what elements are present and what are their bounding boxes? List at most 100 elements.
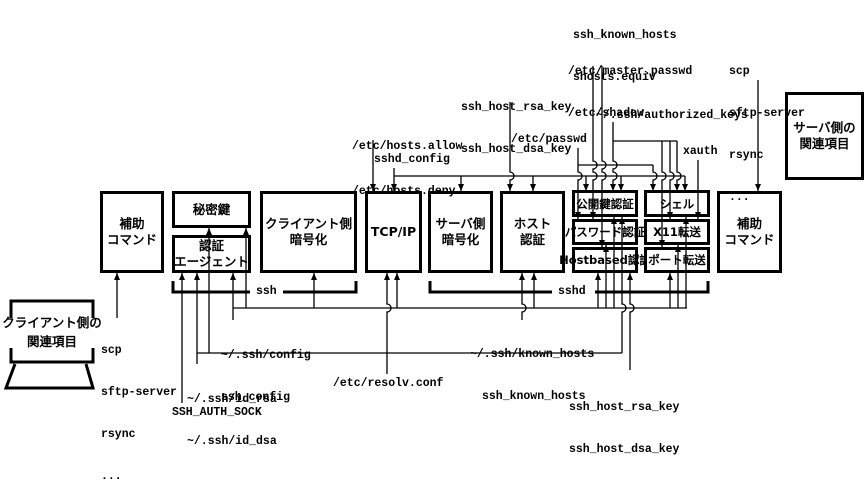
passwd-label: /etc/passwd: [511, 133, 587, 146]
x11-forwarding-label: X11転送: [653, 225, 701, 239]
arrowhead: [667, 273, 673, 280]
sshd-program-label: sshd: [558, 285, 586, 298]
server-commands-label: scp sftp-server rsync ...: [729, 37, 805, 219]
id-rsa-text: ~/.ssh/id_rsa: [187, 393, 277, 406]
ssh-known-hosts-text: ssh_known_hosts: [573, 29, 677, 42]
auth-agent-box: 認証 エージェント: [172, 235, 251, 273]
client-command-sftp-server: sftp-server: [101, 386, 177, 399]
host-rsa-key-text: ssh_host_rsa_key: [461, 101, 572, 114]
server-encryption-line1: サーバ側: [435, 216, 486, 231]
arrowhead: [531, 273, 537, 280]
server-command-sftp-server: sftp-server: [729, 107, 805, 120]
shell-label: シェル: [659, 196, 695, 211]
client-aux-command-line2: コマンド: [106, 232, 157, 247]
client-encryption-box: クライアント側 暗号化: [260, 191, 357, 273]
host-rsa-key-bottom-text: ssh_host_rsa_key: [569, 401, 680, 414]
password-auth-box: パスワード認証: [565, 219, 645, 245]
arrowhead: [394, 273, 400, 280]
client-config-label: ~/.ssh/config ssh_config: [221, 321, 311, 419]
connector-line: [386, 273, 392, 374]
ssh-bracket-left: [171, 281, 250, 294]
authorized-keys-label: ~/.ssh/authorized_keys: [596, 109, 748, 122]
auth-agent-line1: 認証: [198, 238, 224, 253]
client-command-ellipsis: ...: [101, 470, 122, 483]
client-related-items-line2: 関連項目: [26, 334, 77, 349]
host-auth-line1: ホスト: [513, 216, 552, 231]
arrowhead: [519, 273, 525, 280]
ssh-bracket-right: [283, 281, 358, 294]
server-encryption-line2: 暗号化: [441, 232, 480, 247]
hosts-allow-text: /etc/hosts.allow: [352, 140, 463, 153]
arrowhead: [384, 273, 390, 280]
client-related-items-line1: クライアント側の: [2, 315, 102, 330]
host-auth-line2: 認証: [519, 232, 545, 247]
computer-stand-icon: [3, 363, 95, 390]
server-aux-command-box: 補助 コマンド: [717, 191, 782, 273]
connector-line: [629, 273, 635, 370]
id-dsa-text: ~/.ssh/id_dsa: [187, 435, 277, 448]
shell-box: シェル: [644, 190, 710, 217]
xauth-label: xauth: [683, 145, 718, 158]
host-dsa-key-bottom-text: ssh_host_dsa_key: [569, 443, 680, 456]
arrowhead: [243, 228, 249, 235]
server-encryption-box: サーバ側 暗号化: [428, 191, 493, 273]
port-forwarding-box: ポート転送: [644, 247, 710, 273]
ssh-program-label: ssh: [256, 285, 277, 298]
tcpip-label: TCP/IP: [370, 224, 417, 239]
user-ssh-config-text: ~/.ssh/config: [221, 349, 311, 362]
connector-line: [652, 165, 658, 191]
client-aux-command-line1: 補助: [119, 216, 145, 231]
host-auth-box: ホスト 認証: [500, 191, 565, 273]
server-aux-command-line1: 補助: [736, 216, 762, 231]
server-related-items-line2: 関連項目: [799, 136, 850, 151]
host-keys-bottom-label: ssh_host_rsa_key ssh_host_dsa_key: [569, 373, 679, 471]
private-key-box: 秘密鍵: [172, 191, 251, 228]
arrowhead: [206, 228, 212, 235]
tcpip-box: TCP/IP: [365, 191, 422, 273]
user-known-hosts-text: ~/.ssh/known_hosts: [470, 348, 595, 361]
server-related-items-line1: サーバ側の: [793, 120, 856, 135]
server-command-ellipsis: ...: [729, 191, 750, 204]
known-hosts-label: ~/.ssh/known_hosts ssh_known_hosts: [470, 320, 594, 418]
host-dsa-key-text: ssh_host_dsa_key: [461, 143, 572, 156]
connector-line: [676, 141, 682, 191]
client-aux-command-box: 補助 コマンド: [100, 191, 164, 273]
password-auth-label: パスワード認証: [564, 225, 646, 239]
arrowhead: [179, 273, 185, 280]
private-key-label: 秘密鍵: [192, 201, 231, 217]
client-encryption-line1: クライアント側: [264, 216, 352, 231]
arrowhead: [114, 273, 120, 280]
arrowhead: [311, 273, 317, 280]
master-passwd-text: /etc/master.passwd: [568, 65, 693, 78]
connector-line: [521, 273, 527, 320]
arrowhead: [194, 273, 200, 280]
server-related-items-box: サーバ側の 関連項目: [785, 92, 864, 180]
client-commands-label: scp sftp-server rsync ...: [101, 316, 177, 498]
server-aux-command-line2: コマンド: [724, 232, 775, 247]
arrowhead: [530, 184, 536, 191]
client-related-items-label: クライアント側の 関連項目: [0, 313, 104, 351]
server-command-rsync: rsync: [729, 149, 764, 162]
pubkey-auth-box: 公開鍵認証: [572, 190, 638, 217]
hosts-deny-text: /etc/hosts.deny: [352, 185, 456, 198]
client-encryption-line2: 暗号化: [289, 232, 328, 247]
arrowhead: [507, 184, 513, 191]
sshd-bracket-right: [595, 281, 710, 294]
sshd-bracket-left: [428, 281, 552, 294]
hosts-access-label: /etc/hosts.allow /etc/hosts.deny: [352, 109, 462, 214]
hostbased-auth-label: Hostbased認証: [559, 253, 651, 267]
x11-forwarding-box: X11転送: [644, 219, 710, 245]
port-forwarding-label: ポート転送: [648, 253, 706, 267]
ssh-config-text: ssh_config: [221, 391, 291, 404]
hostbased-auth-box: Hostbased認証: [559, 247, 651, 273]
host-keys-top-label: ssh_host_rsa_key ssh_host_dsa_key: [461, 73, 571, 171]
auth-agent-line2: エージェント: [174, 254, 249, 269]
sshd-config-label: sshd_config: [374, 153, 450, 166]
arrowhead: [627, 273, 633, 280]
arrowhead: [230, 273, 236, 280]
resolv-conf-label: /etc/resolv.conf: [333, 377, 444, 390]
server-command-scp: scp: [729, 65, 750, 78]
pubkey-auth-label: 公開鍵認証: [576, 196, 634, 211]
client-command-rsync: rsync: [101, 428, 136, 441]
client-command-scp: scp: [101, 344, 122, 357]
